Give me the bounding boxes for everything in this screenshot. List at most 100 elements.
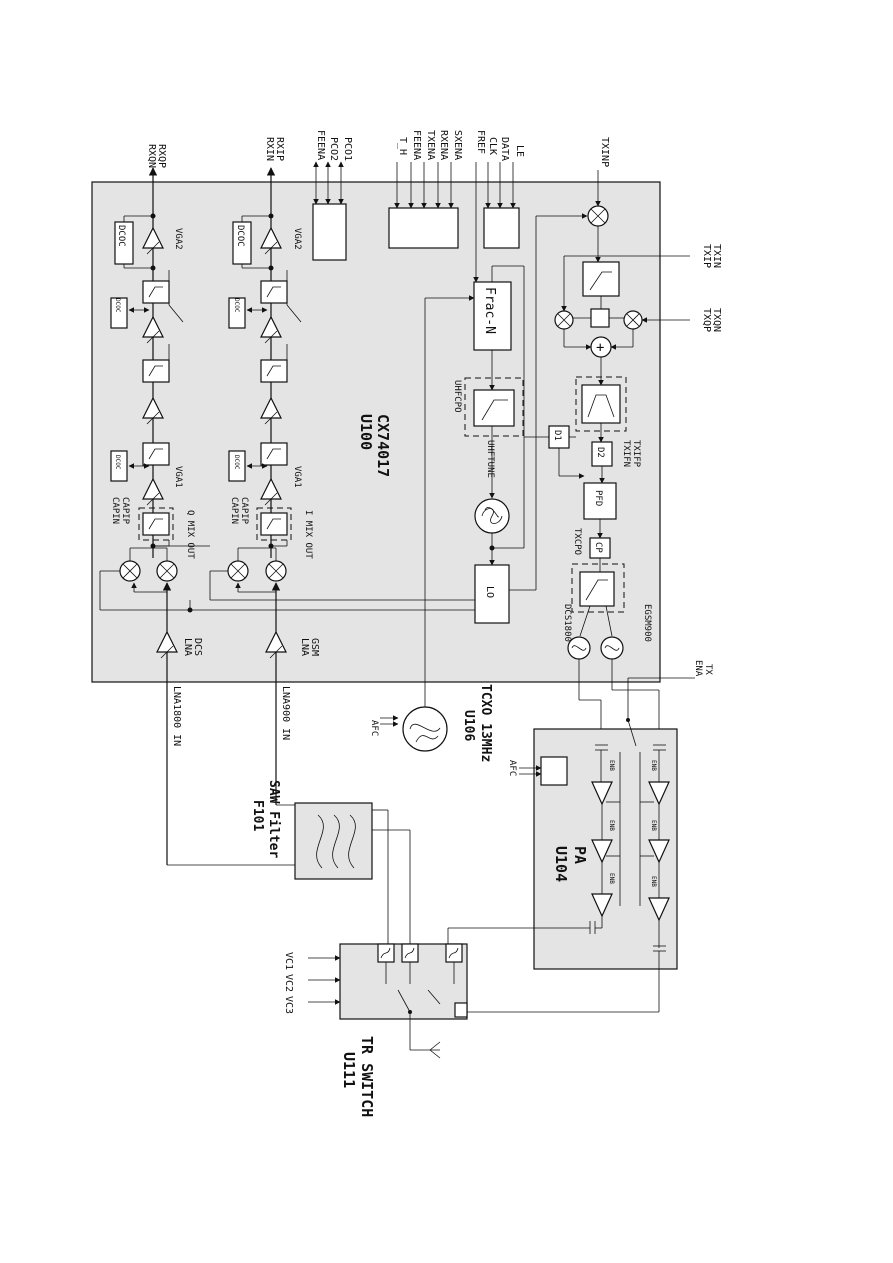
gsm-lna (265, 582, 287, 805)
serial-interface-box (483, 207, 520, 249)
pin-rxena: RXENA (438, 130, 449, 160)
saw-filter-name: SAW Filter (266, 780, 281, 858)
tr-switch-ref: U111 (340, 1052, 358, 1088)
q-mix-out-label: Q MIX OUT (185, 510, 195, 559)
enb-label-1: ENB (608, 760, 615, 771)
saw-filter-ref: F101 (250, 800, 265, 831)
pin-vc3: VC3 (283, 996, 294, 1014)
tx-loop-filter (579, 571, 615, 607)
pin-txena: TXENA (425, 130, 436, 160)
tx-summer-label: + (596, 340, 604, 356)
d1-label: D1 (552, 430, 562, 441)
txcpo-label: TXCPO (572, 528, 582, 555)
pin-pco2: PCO2 (328, 137, 339, 161)
dcs-lna-label-1: DCS (192, 638, 203, 656)
vga2-label-q: VGA2 (173, 228, 183, 250)
pin-vc2: VC2 (283, 974, 294, 992)
egsm900-label: EGSM900 (642, 604, 652, 642)
i-mix-out-label: I MIX OUT (303, 510, 313, 559)
pin-tx-ena-2: ENA (693, 660, 703, 677)
gsm-lna-label-1: GSM (309, 638, 320, 656)
tcxo-name: TCXO 13MHz (478, 684, 493, 762)
saw-filter (294, 802, 373, 880)
tx-vco-egsm (600, 636, 624, 660)
pin-txifp: TXIFP (631, 440, 641, 468)
cp-label: CP (593, 542, 603, 553)
dcoc-small-q2: DCOC (114, 455, 121, 470)
tx-phase-splitter (590, 308, 610, 328)
pa-name: PA (571, 846, 589, 864)
lna1800-in-label: LNA1800 IN (171, 686, 182, 746)
lo-label: LO (484, 586, 495, 598)
pin-rxip: RXIP (274, 137, 285, 161)
pin-feena: FEENA (411, 130, 422, 160)
tcxo-ref: U106 (461, 710, 476, 741)
enb-label-4: ENB (650, 760, 657, 771)
transceiver-name: CX74017 (374, 414, 392, 477)
vga1-label-q: VGA1 (173, 466, 183, 488)
frac-n-label: Frac-N (482, 287, 497, 334)
pin-rxqp: RXQP (156, 144, 167, 168)
lna900-in-label: LNA900 IN (280, 686, 291, 740)
pin-feena-top: FEENA (315, 130, 326, 160)
dcs1800-label: DCS1800 (562, 604, 572, 642)
capin-label-i: CAPIN (229, 497, 239, 524)
pin-le: LE (514, 145, 525, 157)
control-logic-box (388, 207, 459, 249)
pin-rxqn: RXQN (146, 144, 157, 168)
dcoc-label-i: DCOC (235, 225, 245, 247)
pin-txinp: TXINP (599, 137, 610, 167)
pin-txqp: TXQP (701, 308, 712, 332)
enb-label-6: ENB (650, 876, 657, 887)
d2-label: D2 (595, 447, 605, 458)
uhftune-label: UHFTUNE (485, 440, 495, 478)
uhfcpo-filter (473, 389, 515, 427)
gsm-lna-label-2: LNA (299, 638, 310, 656)
uhfcpo-label: UHFCPO (452, 380, 462, 413)
pin-th: T_H (397, 137, 408, 155)
pin-txip: TXIP (701, 244, 712, 268)
capin-label-q: CAPIN (110, 497, 120, 524)
tcxo (402, 706, 448, 752)
tx-if-filter (582, 261, 620, 297)
transceiver-ref: U100 (357, 414, 375, 450)
pa-ref: U104 (552, 846, 570, 882)
dcoc-small-q1: DCOC (114, 298, 121, 313)
capip-label-q: CAPIP (120, 497, 130, 525)
dcs-lna (156, 582, 178, 865)
enb-label-2: ENB (608, 820, 615, 831)
pa-afc-control (540, 756, 568, 786)
pin-rxin: RXIN (264, 137, 275, 161)
pin-txqn: TXQN (711, 308, 722, 332)
pin-fref: FREF (475, 130, 486, 154)
tr-switch-name: TR SWITCH (358, 1036, 376, 1117)
pa-dcs-chain (591, 781, 613, 928)
enb-label-3: ENB (608, 873, 615, 884)
frac-n-block (473, 281, 512, 351)
capip-label-i: CAPIP (239, 497, 249, 525)
pin-tx-ena-1: TX (703, 664, 713, 675)
enb-label-5: ENB (650, 820, 657, 831)
pin-vc1: VC1 (283, 952, 294, 970)
lo-block (474, 564, 510, 624)
antenna-icon (429, 1041, 441, 1059)
pin-data: DATA (499, 137, 510, 161)
pco-control-box (312, 203, 347, 261)
tcxo-afc-label: AFC (369, 720, 379, 736)
pa-afc-label: AFC (507, 760, 517, 776)
dcoc-label-q: DCOC (116, 225, 126, 247)
tx-bandpass-filter (581, 384, 621, 424)
vga1-label-i: VGA1 (292, 466, 302, 488)
dcoc-small-i1: DCOC (233, 298, 240, 313)
vga2-label-i: VGA2 (292, 228, 302, 250)
dcs-lna-label-2: LNA (182, 638, 193, 656)
pin-clk: CLK (487, 137, 498, 155)
pin-txin: TXIN (711, 244, 722, 268)
pin-sxena: SXENA (452, 130, 463, 160)
pfd-label: PFD (593, 490, 603, 506)
pin-pco1: PCO1 (342, 137, 353, 161)
pin-txifn: TXIFN (621, 440, 631, 467)
dcoc-small-i2: DCOC (233, 455, 240, 470)
rx-mixers (99, 545, 475, 613)
